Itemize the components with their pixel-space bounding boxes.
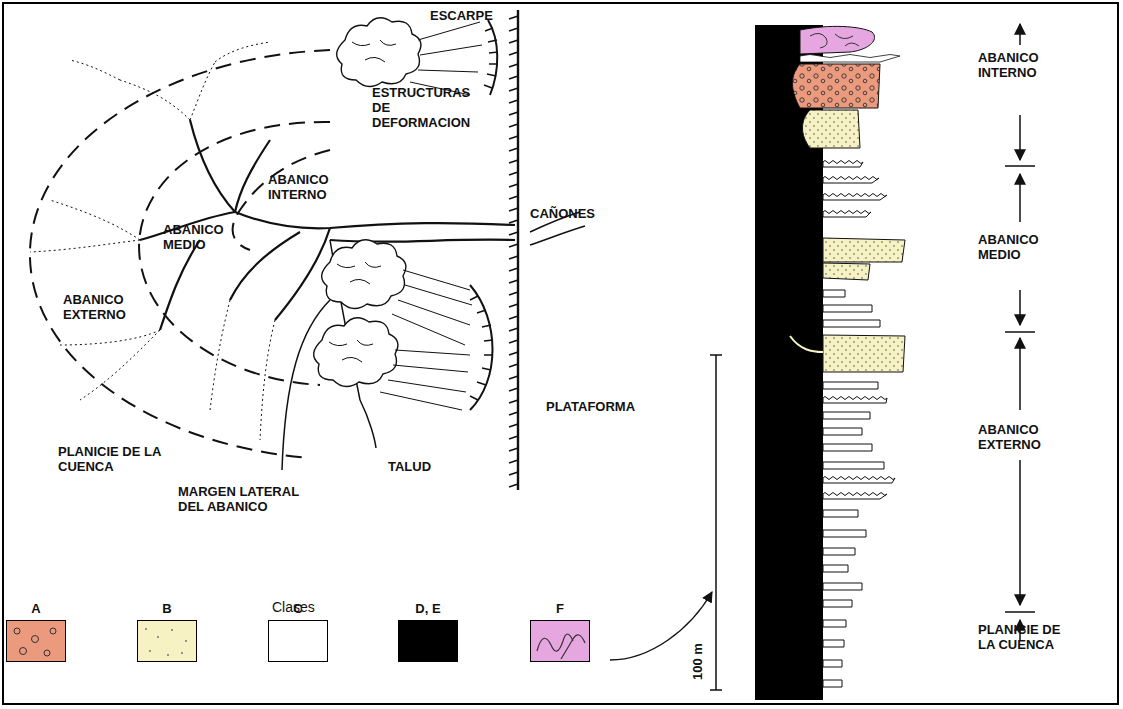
zone-label: MARGEN LATERAL DEL ABANICO: [178, 484, 318, 514]
zone-label: ABANICO EXTERNO: [978, 422, 1068, 452]
zone-label: TALUD: [388, 459, 431, 474]
zone-label: CAÑONES: [530, 206, 595, 221]
legend-label: B: [162, 601, 171, 616]
zone-label: PLATAFORMA: [546, 399, 635, 414]
scale-label: 100 m: [690, 643, 705, 680]
legend-label: C: [293, 601, 302, 616]
legend-swatch: [268, 620, 328, 662]
zone-label: PLANICIE DE LA CUENCA: [978, 622, 1078, 652]
zone-label: ABANICO MEDIO: [978, 232, 1058, 262]
legend-label: D, E: [415, 601, 440, 616]
legend-label: F: [556, 601, 564, 616]
zone-label: ABANICO MEDIO: [163, 222, 243, 252]
zone-label: ESCARPE: [430, 8, 493, 23]
zone-label: ABANICO INTERNO: [268, 172, 348, 202]
legend-swatch: [398, 620, 458, 662]
zone-label: ABANICO EXTERNO: [63, 292, 143, 322]
zone-label: ESTRUCTURAS DE DEFORMACION: [372, 85, 487, 130]
legend-swatch: [530, 620, 590, 662]
zone-label: PLANICIE DE LA CUENCA: [58, 444, 168, 474]
legend-swatch: [6, 620, 66, 662]
legend-label: A: [31, 601, 40, 616]
legend-swatch: [137, 620, 197, 662]
zone-label: ABANICO INTERNO: [978, 50, 1068, 80]
